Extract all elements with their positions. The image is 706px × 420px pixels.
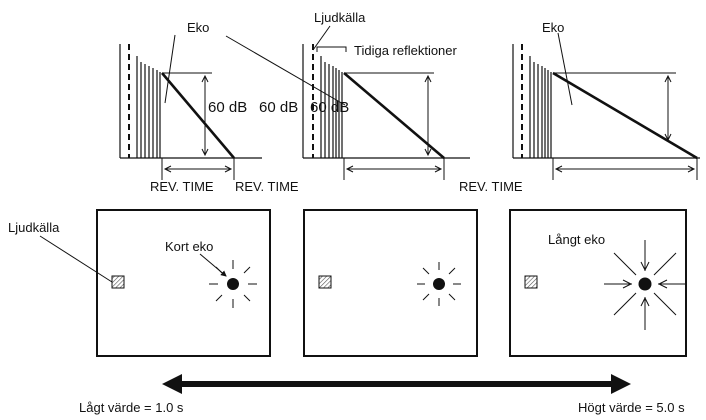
rev-time-label-2: REV. TIME (235, 179, 299, 194)
echo-point-1 (227, 278, 239, 290)
high-value-label: Högt värde = 5.0 s (578, 400, 685, 415)
ljudkalla-label-top: Ljudkälla (314, 10, 366, 25)
graph-3-early-reflections (529, 56, 552, 158)
echo-point-2 (433, 278, 445, 290)
eko-1-leader-long (225, 35, 346, 106)
eko-3-leader (557, 32, 573, 106)
ljudkalla-top-leader (312, 25, 331, 51)
ljudkalla-label-left: Ljudkälla (8, 220, 60, 235)
rev-time-label-3: REV. TIME (459, 179, 523, 194)
eko-1-leader (164, 34, 176, 104)
sound-source-2 (318, 275, 332, 289)
db-label-2: 60 dB (259, 99, 298, 116)
decay-graph-3 (512, 44, 700, 180)
graph-2-early-reflections (320, 56, 343, 158)
sound-source-3 (524, 275, 538, 289)
langt-eko-label: Långt eko (548, 232, 605, 247)
db-label-3: 60 dB (310, 99, 349, 116)
kort-eko-leader (199, 253, 227, 277)
kort-eko-label: Kort eko (165, 239, 213, 254)
tidiga-reflektioner-label: Tidiga reflektioner (354, 43, 458, 58)
eko-label-3: Eko (542, 20, 564, 35)
graph-3-decay-line (552, 71, 698, 160)
range-arrow (162, 374, 631, 394)
room-1 (96, 209, 271, 357)
sound-source-1 (111, 275, 125, 289)
rev-time-label-1: REV. TIME (150, 179, 214, 194)
top-callout-lines (164, 25, 573, 106)
graph-2-decay-line (343, 72, 445, 159)
long-echo-burst-3 (604, 240, 686, 330)
early-reflections-bracket (316, 46, 347, 52)
room-2 (303, 209, 478, 357)
echo-burst-2 (417, 262, 461, 306)
decay-graph-2 (302, 44, 470, 180)
graph-1-decay-line (161, 72, 235, 159)
rooms (96, 209, 687, 357)
ljudkalla-left-leader (39, 235, 113, 283)
graph-1-early-reflections (136, 56, 161, 158)
eko-label-1: Eko (187, 20, 209, 35)
db-label-1: 60 dB (208, 99, 247, 116)
room-3 (509, 209, 687, 357)
decay-graph-1 (119, 44, 262, 180)
echo-point-3 (638, 277, 652, 291)
low-value-label: Lågt värde = 1.0 s (79, 400, 184, 415)
